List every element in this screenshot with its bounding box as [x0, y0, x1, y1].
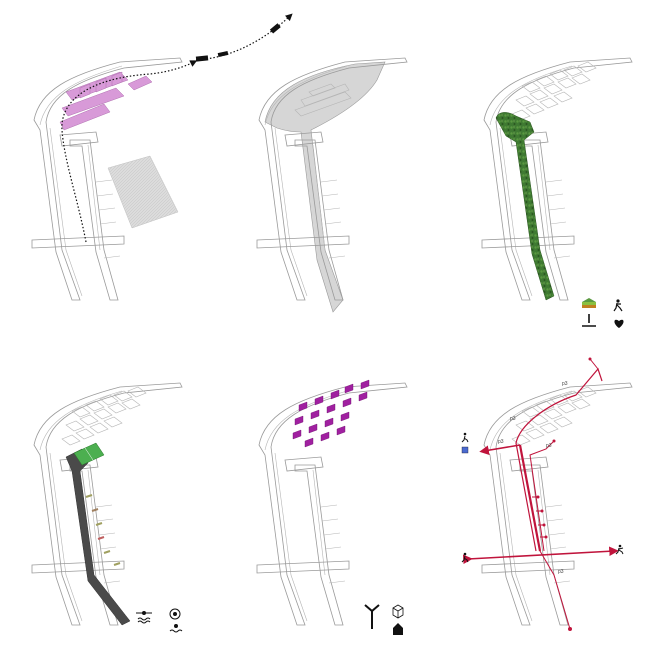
magenta-house-blocks: [292, 379, 370, 448]
panel-4-sports-strip: [31, 382, 183, 633]
walker-icon: [461, 432, 469, 443]
soil-layer-icon: [582, 298, 596, 308]
soccer-ball-icon: [169, 608, 181, 620]
walker-icon: [461, 552, 469, 563]
dark-sports-strip: [65, 448, 131, 626]
green-roof-strip: [495, 112, 555, 301]
route-marker-label: p3: [562, 381, 568, 387]
dotted-route: [61, 60, 198, 243]
grey-ground-plane: [264, 61, 386, 313]
route-marker-label: p3: [510, 416, 516, 422]
route-marker-label: p3: [558, 569, 564, 575]
antenna-tower-icon: [364, 604, 380, 629]
route-marker-label: p3: [498, 439, 504, 445]
pink-housing-roofs: [59, 71, 153, 131]
water-level-icon: [582, 314, 596, 327]
panel-5-housing-blocks: [256, 379, 408, 635]
wave-sun-icon: [136, 611, 152, 624]
route-marker-label: p3: [546, 443, 552, 449]
panel-3-green-roof: [481, 57, 633, 328]
marker-icon: [461, 446, 469, 454]
ferry-route: [195, 13, 293, 62]
panel-1-connection: [31, 13, 293, 301]
house-icon: [393, 623, 403, 635]
route-nodes: [536, 357, 592, 631]
run-icon: [615, 544, 624, 555]
cube-icon: [392, 604, 404, 619]
route-labels: p3 p3 p3 p3 p3: [498, 381, 568, 575]
pedestrian-routes: [462, 358, 619, 630]
sunbath-icon: [169, 624, 183, 633]
soccer-field: [73, 442, 105, 466]
panel-6-routes: p3 p3 p3 p3 p3: [461, 357, 633, 631]
run-icon: [613, 299, 623, 312]
jetty-marks: [85, 494, 121, 566]
panel-2-ground-plane: [256, 57, 408, 313]
open-plaza-slab: [107, 155, 179, 229]
heart-icon: [614, 319, 624, 328]
